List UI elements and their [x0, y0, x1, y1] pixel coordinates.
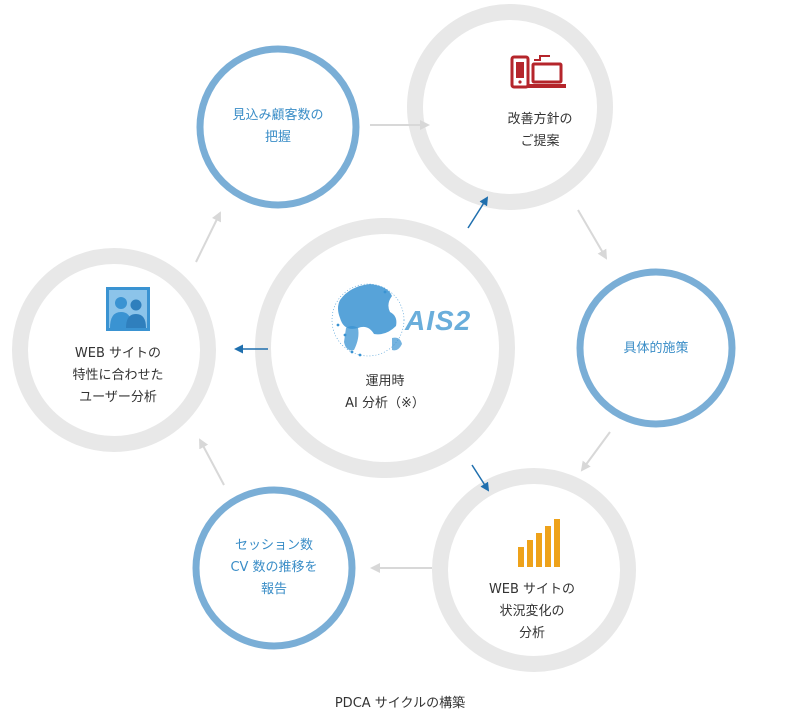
node-report-line1: セッション数 — [234, 538, 314, 553]
node-report-label: セッション数 CV 数の推移を 報告 — [230, 535, 317, 601]
node-prospects-line1: 見込み顧客数の — [232, 108, 324, 123]
node-status-label: WEB サイトの 状況変化の 分析 — [489, 579, 575, 645]
center-label-line1: 運用時 — [365, 374, 405, 389]
node-status-line1: WEB サイトの — [488, 582, 576, 597]
ais2-logo-text: AIS2 — [405, 305, 472, 336]
ring-proposal — [407, 4, 613, 210]
node-proposal-line2: ご提案 — [520, 134, 560, 149]
node-user-analysis-label: WEB サイトの 特性に合わせた ユーザー分析 — [72, 343, 163, 409]
ring-center — [255, 218, 515, 478]
arrow-report-to-user — [199, 438, 225, 486]
node-prospects-line2: 把握 — [264, 130, 292, 145]
node-user-analysis-line2: 特性に合わせた — [72, 368, 164, 383]
devices-icon — [510, 55, 566, 89]
node-measures-line1: 具体的施策 — [623, 341, 689, 356]
node-user-analysis-line1: WEB サイトの — [74, 346, 162, 361]
ring-report — [192, 486, 356, 650]
center-label-line2: AI 分析（※） — [345, 396, 425, 411]
arrow-measures-to-status — [580, 431, 611, 472]
node-user-analysis-line3: ユーザー分析 — [79, 390, 157, 405]
node-measures-label: 具体的施策 — [623, 338, 688, 360]
arrow-center-to-proposal — [467, 196, 489, 229]
node-status-line3: 分析 — [518, 626, 545, 641]
ring-status — [432, 468, 636, 672]
globe-icon — [331, 283, 405, 357]
center-label: 運用時 AI 分析（※） — [345, 371, 425, 415]
node-status-line2: 状況変化の — [499, 604, 565, 619]
node-prospects-label: 見込み顧客数の 把握 — [232, 105, 323, 149]
ring-measures — [576, 268, 736, 428]
arrow-proposal-to-measures — [577, 209, 608, 260]
arrow-center-to-status — [471, 464, 490, 492]
diagram-caption: PDCA サイクルの構築 — [334, 696, 466, 711]
node-proposal-label: 改善方針の ご提案 — [507, 109, 572, 153]
bar-chart-icon — [518, 519, 560, 567]
users-photo-icon — [106, 287, 150, 331]
node-report-line2: CV 数の推移を — [230, 560, 318, 575]
ring-user-analysis — [12, 248, 216, 452]
node-proposal-line1: 改善方針の — [507, 112, 573, 127]
node-report-line3: 報告 — [260, 582, 288, 597]
arrow-user-to-prospects — [195, 211, 221, 263]
ring-prospects — [196, 45, 360, 209]
